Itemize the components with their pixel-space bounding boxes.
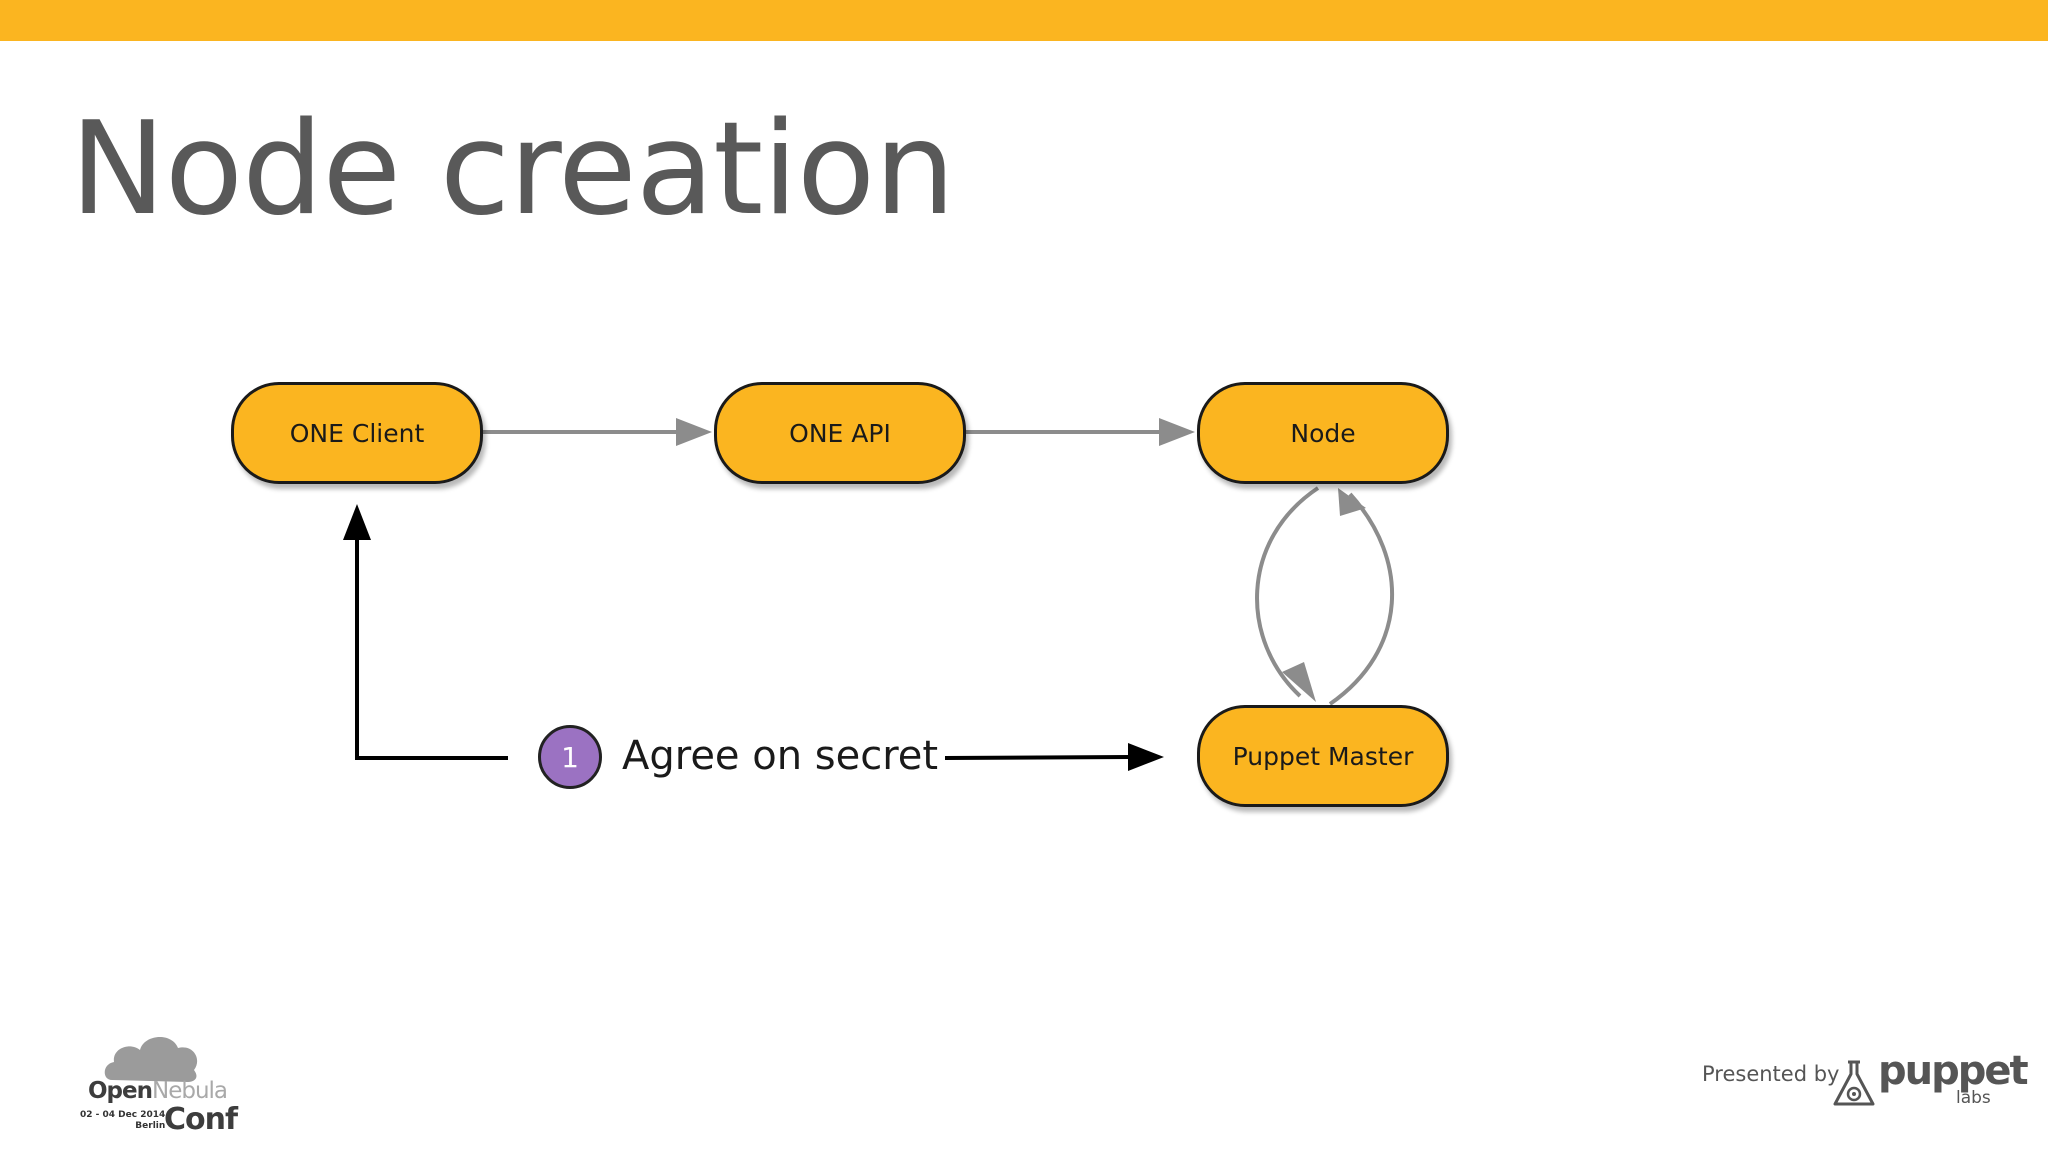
edge-client-to-api-arrowhead [676, 418, 712, 446]
step-label: Agree on secret [622, 733, 939, 779]
conf-logo-conf-text: Conf [164, 1102, 238, 1137]
node-one-client-label: ONE Client [289, 418, 425, 448]
node-one-api-label: ONE API [789, 418, 891, 448]
edge-step-to-puppet-master [944, 755, 1131, 760]
puppet-logo-sub: labs [1956, 1088, 1991, 1108]
conf-logo-city: Berlin [135, 1121, 166, 1131]
cloud-icon [104, 1036, 198, 1082]
opennebula-conf-logo: OpenNebula 02 - 04 Dec 2014 Berlin Conf [72, 1030, 252, 1137]
edge-node-to-puppet-master [1255, 486, 1320, 698]
edge-puppet-master-to-node-arrowhead [1338, 488, 1366, 516]
node-one-client: ONE Client [231, 382, 483, 484]
puppet-logo-word: puppet [1878, 1048, 2029, 1094]
slide-title: Node creation [70, 95, 955, 244]
conf-logo-nebula-text: Nebula [152, 1078, 228, 1104]
top-accent-bar [0, 0, 2048, 41]
puppet-labs-logo: puppet labs [1832, 1048, 2029, 1112]
edge-step-to-client-arrowhead [343, 504, 371, 540]
node-puppet-master: Puppet Master [1197, 705, 1449, 807]
edge-puppet-master-to-node [1328, 492, 1395, 706]
node-node-label: Node [1290, 418, 1356, 448]
edge-api-to-node-arrowhead [1159, 418, 1195, 446]
edge-step-to-puppet-master-arrowhead [1128, 743, 1164, 771]
edge-step-to-client [355, 530, 508, 760]
node-one-api: ONE API [714, 382, 966, 484]
puppet-flask-icon [1833, 1060, 1875, 1106]
edge-node-to-puppet-master-arrowhead [1282, 662, 1316, 702]
step-number-badge: 1 [538, 725, 602, 789]
presented-by-label: Presented by [1702, 1062, 1840, 1086]
conf-logo-dates: 02 - 04 Dec 2014 [80, 1110, 166, 1120]
conf-logo-open-text: Open [88, 1078, 153, 1104]
node-node: Node [1197, 382, 1449, 484]
node-puppet-master-label: Puppet Master [1232, 741, 1414, 771]
